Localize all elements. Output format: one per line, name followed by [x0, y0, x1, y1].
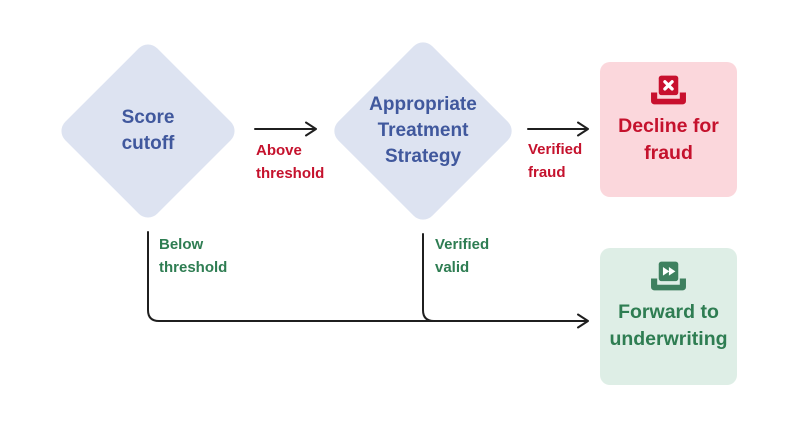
node-forward-to-underwriting: Forward to underwriting: [600, 248, 737, 385]
node-label: Decline for fraud: [618, 115, 719, 164]
node-decline-for-fraud: Decline for fraud: [600, 62, 737, 197]
line-verified-valid: [422, 233, 435, 322]
edge-label-below-threshold: Below threshold: [159, 236, 228, 276]
edge-label-above-threshold: Above threshold: [256, 142, 325, 182]
ballot-x-icon: [651, 75, 686, 105]
arrow-verified-fraud: [527, 121, 589, 137]
edge-label-verified-fraud: Verified fraud: [528, 141, 583, 181]
arrow-above-threshold: [254, 121, 317, 137]
node-label: Score cutoff: [121, 107, 175, 154]
node-label: Appropriate Treatment Strategy: [369, 94, 477, 167]
node-score-cutoff: Score cutoff: [53, 36, 243, 226]
node-label: Forward to underwriting: [609, 301, 728, 350]
arrow-below-threshold: [147, 231, 589, 329]
edge-label-verified-valid: Verified valid: [435, 236, 490, 276]
ballot-forward-icon: [651, 261, 686, 291]
node-treatment-strategy: Appropriate Treatment Strategy: [328, 36, 518, 226]
